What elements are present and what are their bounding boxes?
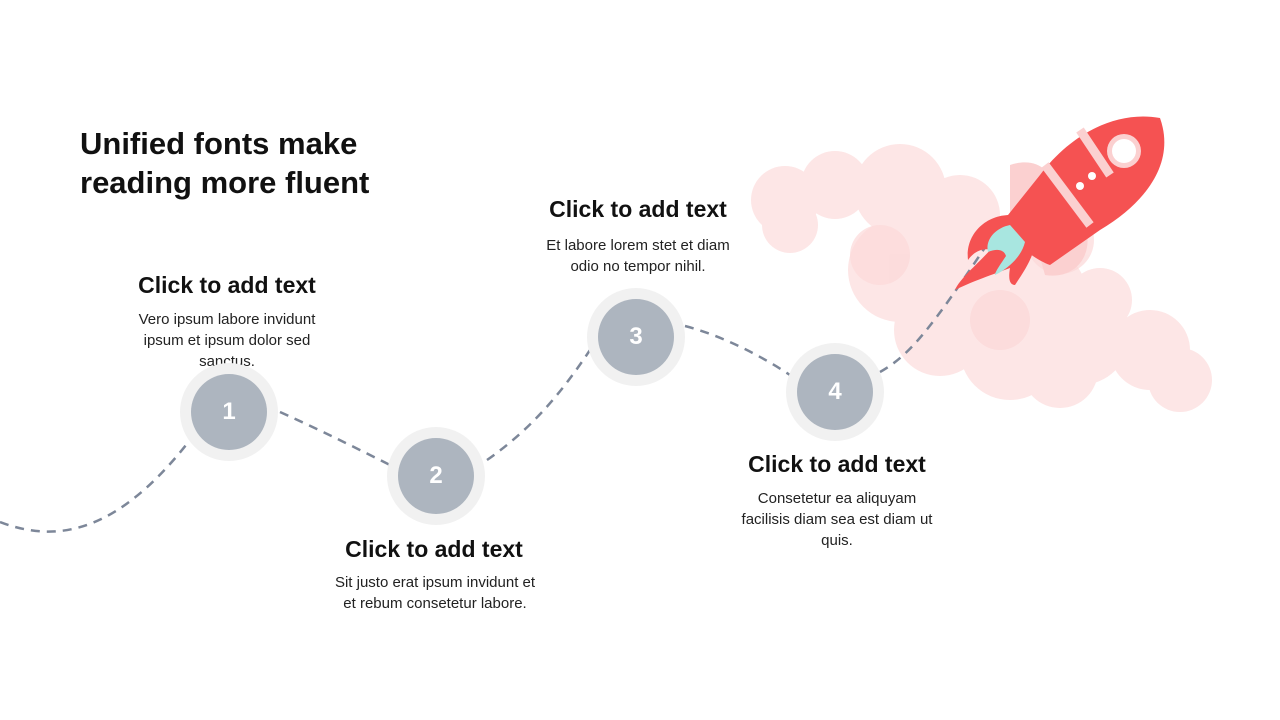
step-3-number: 3 xyxy=(598,299,674,375)
step-2-node: 2 xyxy=(387,427,485,525)
step-2-heading[interactable]: Click to add text xyxy=(345,536,523,562)
step-1-node: 1 xyxy=(180,363,278,461)
step-3-heading[interactable]: Click to add text xyxy=(549,196,727,222)
step-1-heading[interactable]: Click to add text xyxy=(138,272,316,298)
step-1-number: 1 xyxy=(191,374,267,450)
step-4-number: 4 xyxy=(797,354,873,430)
step-3-node: 3 xyxy=(587,288,685,386)
rocket-icon xyxy=(955,116,1165,290)
step-1-body[interactable]: Vero ipsum labore invidunt ipsum et ipsu… xyxy=(138,311,316,370)
step-4-node: 4 xyxy=(786,343,884,441)
step-4-heading[interactable]: Click to add text xyxy=(748,451,926,477)
step-2-body[interactable]: Sit justo erat ipsum invidunt et et rebu… xyxy=(334,574,536,612)
page-title: Unified fonts make reading more fluent xyxy=(80,126,370,200)
step-4-body[interactable]: Consetetur ea aliquyam facilisis diam se… xyxy=(741,490,933,549)
step-3-body[interactable]: Et labore lorem stet et diam odio no tem… xyxy=(546,237,730,275)
step-2-number: 2 xyxy=(398,438,474,514)
